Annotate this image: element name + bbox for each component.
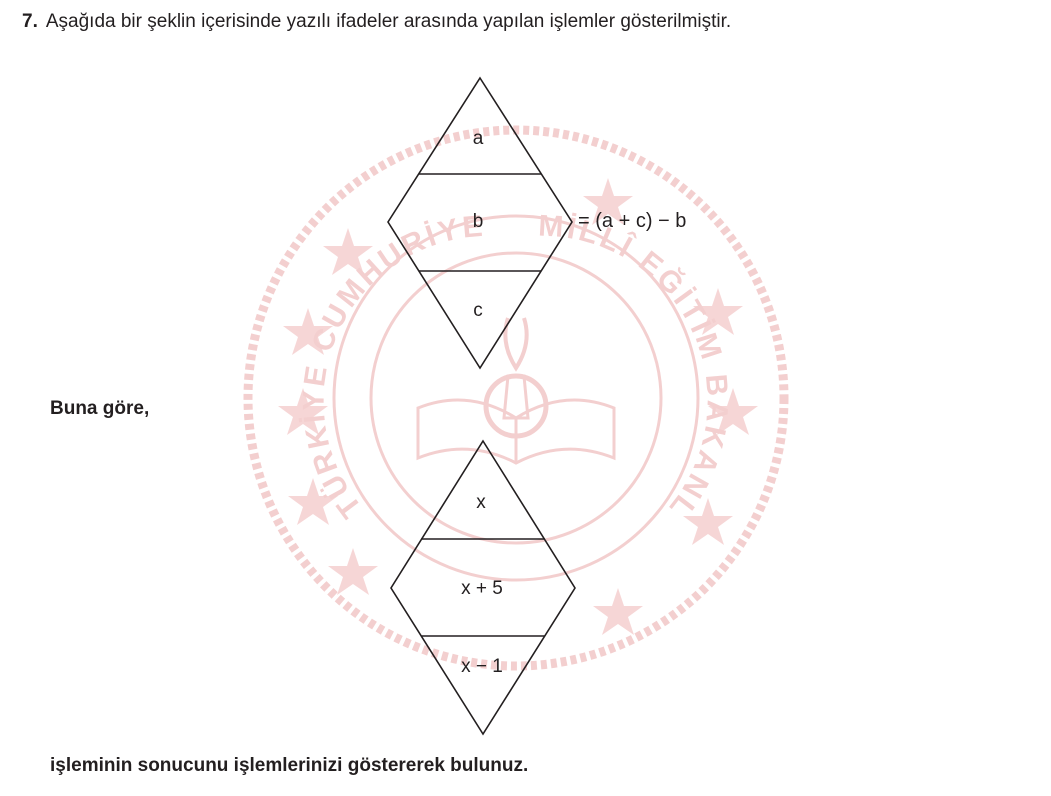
example-bottom-cell: c xyxy=(473,300,483,321)
instruction-text: işleminin sonucunu işlemlerinizi göstere… xyxy=(50,755,529,776)
question-number: 7. xyxy=(22,11,38,32)
prompt-text: Buna göre, xyxy=(50,398,150,419)
problem-middle-cell: x + 5 xyxy=(461,578,503,599)
example-equation: = (a + c) − b xyxy=(578,210,687,232)
question-text: Aşağıda bir şeklin içerisinde yazılı ifa… xyxy=(45,11,732,32)
example-middle-cell: b xyxy=(472,211,484,232)
problem-top-cell: x xyxy=(476,492,486,513)
ministry-seal-watermark: TÜRKİYE CUMHURİYETİ MİLLÎ EĞİTİM BAKANLI… xyxy=(238,118,789,671)
problem-bottom-cell: x − 1 xyxy=(461,656,503,677)
seal-arc-text-left: TÜRKİYE CUMHURİYETİ xyxy=(238,118,484,524)
example-top-cell: a xyxy=(472,128,484,149)
question-statement: 7. Aşağıda bir şeklin içerisinde yazılı i… xyxy=(22,11,731,33)
svg-text:TÜRKİYE CUMHURİYETİ: TÜRKİYE CUMHURİYETİ xyxy=(238,118,487,524)
